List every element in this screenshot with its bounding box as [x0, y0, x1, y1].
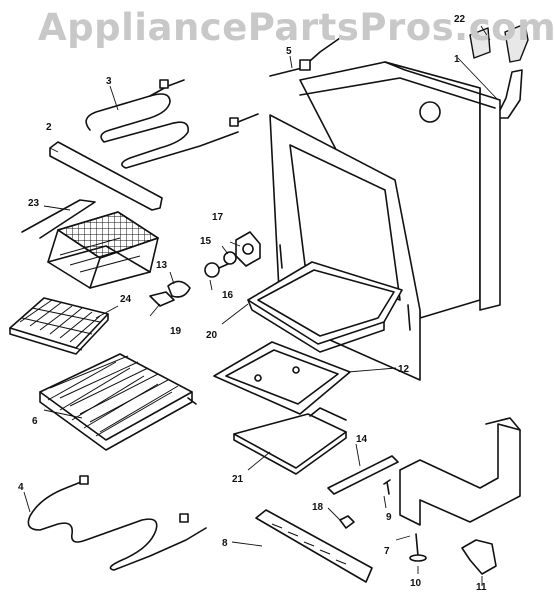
callout-19: 19 [170, 326, 182, 337]
callout-21: 21 [232, 474, 244, 485]
part-6-oven-rack [39, 353, 197, 451]
callout-7: 7 [384, 546, 390, 557]
part-24-rack [9, 297, 109, 355]
part-19-gasket [149, 291, 175, 307]
callout-1: 1 [454, 54, 460, 65]
part-3-broil-element [85, 79, 259, 169]
part-17-light-socket [235, 231, 261, 267]
part-15-lens [223, 251, 237, 265]
callout-14: 14 [356, 434, 368, 445]
callout-11: 11 [476, 582, 487, 593]
part-13-cover [167, 280, 191, 298]
part-14-strip [327, 455, 399, 495]
part-4-bake-element [27, 475, 207, 571]
callout-8: 8 [222, 538, 228, 549]
callout-5: 5 [286, 46, 292, 57]
part-23-rack [21, 199, 159, 289]
callout-2: 2 [46, 122, 52, 133]
part-21-bottom-cover [233, 407, 347, 475]
callout-15: 15 [200, 236, 212, 247]
part-8-kick-panel [255, 509, 373, 583]
part-20-tray [247, 261, 403, 353]
callout-3: 3 [106, 76, 112, 87]
callout-24: 24 [120, 294, 132, 305]
callout-13: 13 [156, 260, 168, 271]
callout-9: 9 [386, 512, 392, 523]
callout-17: 17 [212, 212, 224, 223]
part-22-clip [469, 23, 529, 63]
callout-20: 20 [206, 330, 218, 341]
part-1-vent-tube [495, 69, 523, 119]
watermark-logo: AppliancePartsPros.com [38, 6, 555, 49]
callout-22: 22 [454, 14, 466, 25]
callout-numbers: 1 2 3 4 5 6 7 8 9 10 11 12 13 14 15 16 1… [18, 14, 487, 593]
callout-18: 18 [312, 502, 324, 513]
leader-lines [23, 25, 499, 586]
callout-6: 6 [32, 416, 38, 427]
part-12-bottom-panel [213, 341, 351, 415]
part-9-screw [383, 479, 391, 495]
callout-16: 16 [222, 290, 234, 301]
callout-4: 4 [18, 482, 24, 493]
part-2-bracket [49, 141, 163, 211]
part-10-leveling-leg [409, 533, 427, 562]
callout-23: 23 [28, 198, 40, 209]
callout-12: 12 [398, 364, 410, 375]
part-11-anti-tip-bracket [461, 539, 497, 575]
part-7-side-bracket [399, 417, 521, 526]
part-16-bulb [204, 262, 229, 278]
part-18-nut [339, 515, 355, 529]
part-5-wire [269, 37, 341, 77]
callout-10: 10 [410, 578, 422, 589]
